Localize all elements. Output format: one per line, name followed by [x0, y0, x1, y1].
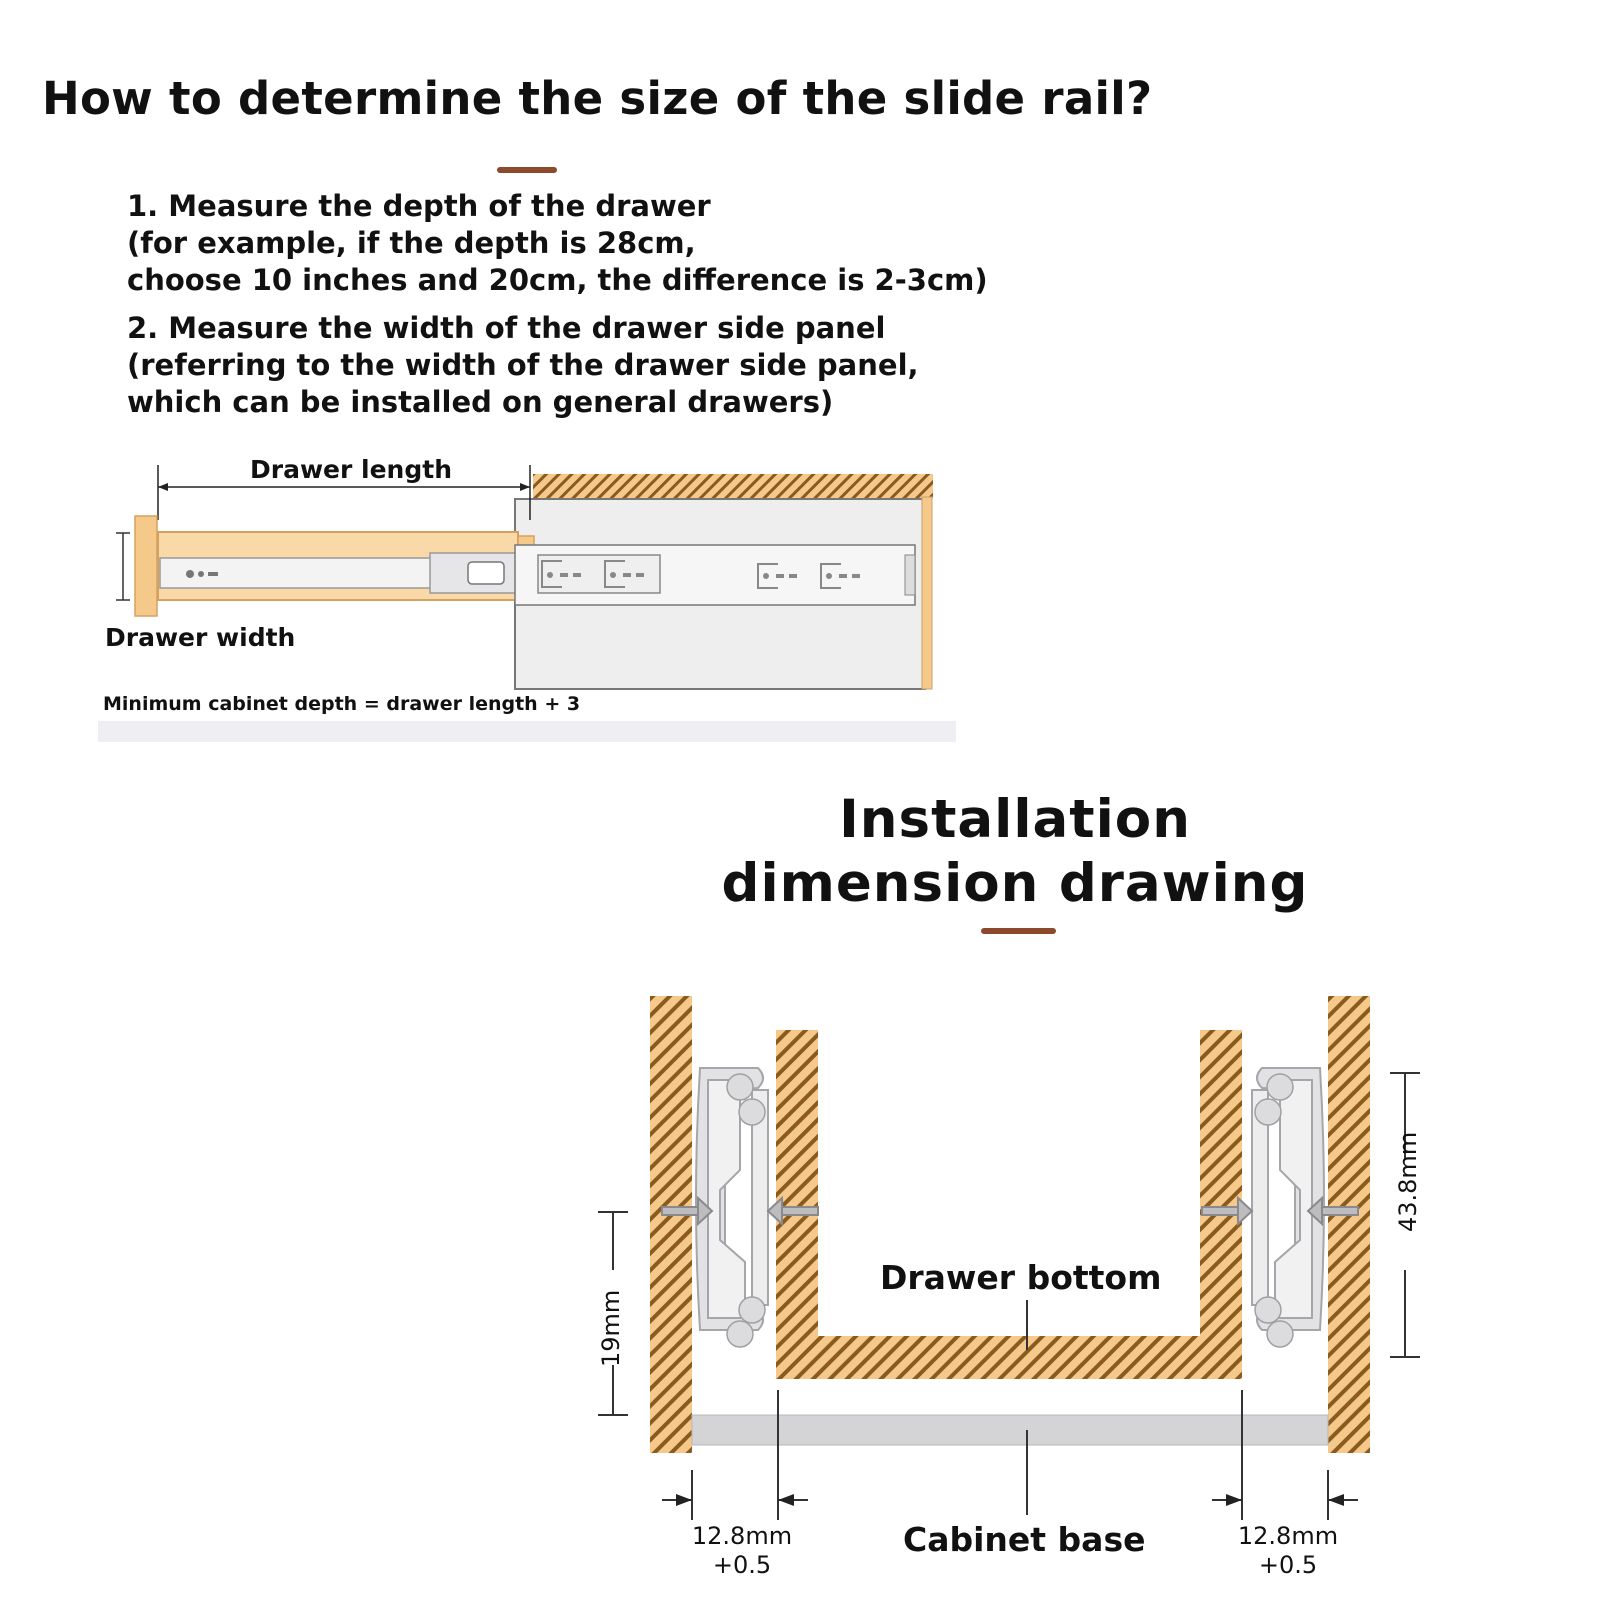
- height-19mm-dimension: [598, 1211, 628, 1416]
- height-43-8mm-label: 43.8mm: [1394, 1131, 1422, 1232]
- page-title: How to determine the size of the slide r…: [42, 72, 1153, 125]
- step-1-line: 1. Measure the depth of the drawer: [127, 189, 711, 223]
- cabinet-left-wall: [650, 996, 692, 1453]
- step-2-line: 2. Measure the width of the drawer side …: [127, 311, 886, 345]
- step-2-line: (referring to the width of the drawer si…: [127, 348, 919, 382]
- height-19mm-label: 19mm: [597, 1289, 625, 1367]
- step-1-line: choose 10 inches and 20cm, the differenc…: [127, 263, 988, 297]
- left-screws: [661, 1195, 819, 1227]
- left-gap-tolerance: +0.5: [712, 1551, 772, 1579]
- installation-title-line: dimension drawing: [721, 853, 1309, 914]
- min-cabinet-depth-label: Minimum cabinet depth = drawer length + …: [103, 693, 581, 715]
- drawer-bottom-label: Drawer bottom: [880, 1258, 1162, 1297]
- installation-accent-bar: [981, 928, 1056, 934]
- drawer-body: [776, 1030, 1242, 1379]
- right-slide-rail: [1251, 1067, 1325, 1331]
- drawer-front-panel: [134, 515, 158, 617]
- height-43-8mm-dimension: [1390, 1072, 1420, 1358]
- step-1-instructions: 1. Measure the depth of the drawer (for …: [127, 188, 988, 299]
- drawer-length-label: Drawer length: [250, 455, 453, 484]
- caption-bar: [98, 721, 956, 742]
- step-2-line: which can be installed on general drawer…: [127, 385, 834, 419]
- cabinet-base-label: Cabinet base: [903, 1520, 1146, 1559]
- drawer-width-label: Drawer width: [105, 623, 296, 652]
- cabinet-back-panel: [921, 496, 933, 690]
- left-gap-value: 12.8mm: [691, 1522, 793, 1550]
- step-2-instructions: 2. Measure the width of the drawer side …: [127, 310, 919, 421]
- drawer-length-diagram: [116, 465, 933, 690]
- right-gap-value: 12.8mm: [1237, 1522, 1339, 1550]
- title-accent-bar: [497, 167, 557, 173]
- installation-title: Installation dimension drawing: [720, 788, 1310, 916]
- installation-dimension-diagram: [598, 996, 1420, 1520]
- right-gap-tolerance: +0.5: [1258, 1551, 1318, 1579]
- step-1-line: (for example, if the depth is 28cm,: [127, 226, 696, 260]
- right-gap-label: 12.8mm +0.5: [1228, 1522, 1348, 1580]
- cabinet-top-panel: [533, 474, 933, 499]
- right-screws: [1201, 1195, 1359, 1227]
- cabinet-right-wall: [1328, 996, 1370, 1453]
- left-gap-label: 12.8mm +0.5: [682, 1522, 802, 1580]
- left-slide-rail: [695, 1067, 769, 1331]
- installation-title-line: Installation: [839, 789, 1191, 850]
- cabinet-base-board: [691, 1414, 1329, 1446]
